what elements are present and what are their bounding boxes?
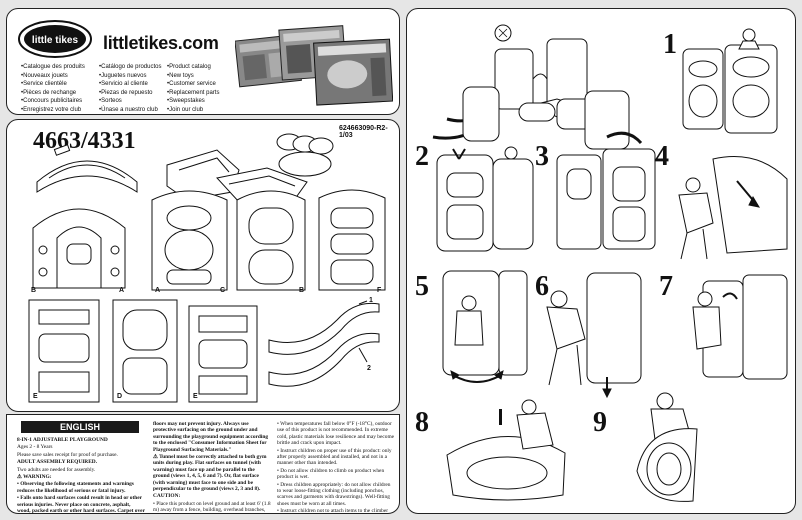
step-number-5: 5 — [415, 271, 429, 302]
slide-label-2: 2 — [367, 365, 371, 372]
assembly-steps-illustration — [432, 24, 788, 502]
step-number-2: 2 — [415, 141, 429, 172]
french-menu-list: Catalogue des produitsNouveaux jouetsSer… — [21, 63, 85, 114]
spanish-menu-list: Catálogo de productosJuguetes nuevosServ… — [99, 63, 161, 114]
ad-menu-item[interactable]: Concours publicitaires — [21, 97, 85, 106]
ad-menu-item[interactable]: Service clientèle — [21, 80, 85, 89]
step-3-drawing — [556, 148, 656, 250]
ad-menu-item[interactable]: Piezas de repuesto — [99, 89, 161, 98]
ad-menu-item[interactable]: Catálogo de productos — [99, 63, 161, 72]
ad-menu-item[interactable]: Juguetes nuevos — [99, 72, 161, 81]
info-paragraph: • Place this product on level ground and… — [153, 500, 271, 514]
info-paragraph: • When temperatures fall below 0°F (-18°… — [277, 421, 395, 447]
info-paragraph: ⚠ WARNING: — [17, 474, 52, 481]
info-paragraph: Two adults are needed for assembly. — [17, 466, 96, 473]
ad-menu-item[interactable]: Product catalog — [167, 63, 219, 72]
step-number-7: 7 — [659, 271, 673, 302]
tunnel-rings-part — [276, 133, 334, 177]
part-label-c: C — [220, 287, 225, 294]
step-number-6: 6 — [535, 271, 549, 302]
part-label-a2: A — [155, 287, 160, 294]
panel-a-front — [32, 208, 126, 289]
assembly-steps-panel: 1 2 3 4 5 6 7 8 9 — [406, 8, 796, 514]
slide-1 — [268, 302, 380, 355]
panel-f — [318, 189, 386, 291]
panel-c — [236, 190, 306, 291]
model-number: 4663/4331 — [33, 128, 136, 154]
step-5-drawing — [442, 270, 528, 383]
language-header: ENGLISH — [21, 421, 139, 433]
english-menu-list: Product catalogNew toysCustomer serviceR… — [167, 63, 219, 114]
step-6-drawing — [546, 272, 642, 399]
info-paragraph: floors may not prevent injury. Always us… — [153, 421, 269, 453]
part-label-d: D — [117, 393, 122, 400]
parts-illustration: B A A C B F E D E 1 2 — [28, 133, 386, 403]
info-paragraph: • Instruct children not to attach items … — [277, 508, 389, 514]
part-label-b: B — [31, 287, 36, 294]
step-number-3: 3 — [535, 141, 549, 172]
step-number-4: 4 — [655, 141, 669, 172]
ad-menu-item[interactable]: Join our club — [167, 106, 219, 114]
logo-text: little tikes — [32, 35, 79, 46]
info-column-2: floors may not prevent injury. Always us… — [153, 421, 271, 514]
info-paragraph: Ages 2 - 8 Years — [17, 444, 53, 451]
bridge-arch-part — [36, 144, 138, 193]
ad-menu-item[interactable]: Replacement parts — [167, 89, 219, 98]
info-paragraph: • Instruct children on proper use of thi… — [277, 447, 392, 467]
panel-b — [151, 190, 228, 291]
ad-menu-item[interactable]: Catalogue des produits — [21, 63, 85, 72]
ad-menu-item[interactable]: Sorteos — [99, 97, 161, 106]
panel-e-right — [188, 305, 258, 403]
step-8-drawing — [446, 399, 566, 501]
step-7-drawing — [692, 274, 788, 380]
ad-menu-item[interactable]: Customer service — [167, 80, 219, 89]
slide-2 — [268, 332, 380, 387]
info-paragraph: ⚠ Tunnel must be correctly attached to b… — [153, 454, 267, 493]
ad-menu-item[interactable]: Enregistrez votre club — [21, 106, 85, 114]
info-paragraph: Please save sales receipt for proof of p… — [17, 451, 118, 458]
slide-label-1: 1 — [369, 297, 373, 304]
info-paragraph: • Dress children appropriately: do not a… — [277, 481, 391, 507]
step-9-drawing — [636, 392, 698, 502]
panel-e-left — [28, 299, 100, 403]
info-paragraph: ADULT ASSEMBLY REQUIRED. — [17, 459, 98, 466]
parts-diagram-panel: 4663/4331 624663090-R2-1/03 — [6, 119, 400, 412]
website-ad-panel: little tikes littletikes.com Catalogue d… — [6, 8, 400, 115]
ad-menu-item[interactable]: Servicio al cliente — [99, 80, 161, 89]
part-label-e: E — [33, 393, 38, 400]
step-number-8: 8 — [415, 407, 429, 438]
website-screenshots-illustration — [235, 25, 393, 106]
info-column-3: • When temperatures fall below 0°F (-18°… — [277, 421, 395, 514]
part-label-f: F — [377, 287, 382, 294]
ad-menu-item[interactable]: Pièces de rechange — [21, 89, 85, 98]
ad-menu-item[interactable]: Únase a nuestro club — [99, 106, 161, 114]
info-paragraph: 8-IN-1 ADJUSTABLE PLAYGROUND — [17, 437, 108, 443]
ad-menu-item[interactable]: Nouveaux jouets — [21, 72, 85, 81]
website-url[interactable]: littletikes.com — [103, 33, 219, 53]
ad-menu-item[interactable]: Sweepstakes — [167, 97, 219, 106]
step-number-9: 9 — [593, 407, 607, 438]
overview-assembled-playground — [432, 24, 643, 150]
part-code: 624663090-R2-1/03 — [339, 125, 388, 139]
step-2-drawing — [436, 146, 534, 252]
step-number-1: 1 — [663, 29, 677, 60]
step-4-drawing — [678, 156, 788, 260]
step-1-drawing — [682, 28, 778, 134]
part-label-e2: E — [193, 393, 198, 400]
ad-menu-item[interactable]: New toys — [167, 72, 219, 81]
part-label-a: A — [119, 287, 124, 294]
info-paragraph: CAUTION: — [153, 493, 181, 500]
info-paragraph: • Observing the following statements and… — [17, 481, 134, 494]
info-paragraph: • Falls onto hard surfaces could result … — [17, 495, 145, 514]
little-tikes-logo: little tikes — [18, 20, 92, 58]
panel-d — [112, 299, 178, 403]
part-label-b2: B — [299, 287, 304, 294]
info-paragraph: • Do not allow children to climb on prod… — [277, 467, 385, 481]
